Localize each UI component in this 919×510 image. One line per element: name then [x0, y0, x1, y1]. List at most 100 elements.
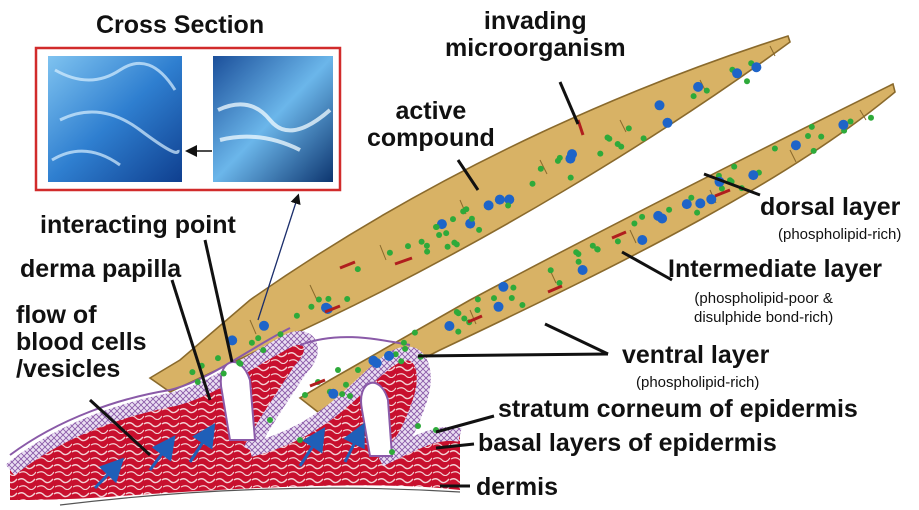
particle-dot	[548, 267, 554, 273]
particle-dot	[221, 371, 227, 377]
particle-dot	[355, 266, 361, 272]
particle-dot	[510, 285, 516, 291]
particle-dot	[555, 158, 561, 164]
particle-dot	[666, 207, 672, 213]
label-stratum-corneum: stratum corneum of epidermis	[498, 396, 858, 423]
label-dorsal-layer: dorsal layer	[760, 194, 900, 221]
particle-dot	[691, 93, 697, 99]
label-dermis: dermis	[476, 474, 558, 501]
label-ventral-layer: ventral layer	[622, 342, 769, 369]
compound-dot	[732, 68, 742, 78]
compound-dot	[484, 200, 494, 210]
cross-section-panel	[36, 48, 340, 190]
particle-dot	[255, 335, 261, 341]
particle-dot	[355, 367, 361, 373]
particle-dot	[402, 346, 408, 352]
particle-dot	[688, 195, 694, 201]
compound-dot	[706, 194, 716, 204]
particle-dot	[436, 232, 442, 238]
compound-dot	[682, 199, 692, 209]
compound-dot	[495, 195, 505, 205]
particle-dot	[215, 355, 221, 361]
sem-image-right	[213, 56, 333, 182]
compound-dot	[695, 198, 705, 208]
particle-dot	[405, 243, 411, 249]
particle-dot	[618, 144, 624, 150]
compound-dot	[663, 118, 673, 128]
particle-dot	[443, 230, 449, 236]
particle-dot	[848, 119, 854, 125]
label-intermediate-sub: (phospholipid-poor & disulphide bond-ric…	[694, 290, 833, 328]
particle-dot	[818, 134, 824, 140]
particle-dot	[519, 302, 525, 308]
particle-dot	[530, 181, 536, 187]
particle-dot	[433, 224, 439, 230]
label-interacting-point: interacting point	[40, 212, 236, 239]
particle-dot	[809, 124, 815, 130]
particle-dot	[639, 214, 645, 220]
particle-dot	[343, 382, 349, 388]
particle-dot	[597, 151, 603, 157]
particle-dot	[278, 331, 284, 337]
label-derma-papilla: derma papilla	[20, 256, 181, 283]
particle-dot	[347, 393, 353, 399]
particle-dot	[302, 392, 308, 398]
compound-dot	[578, 265, 588, 275]
particle-dot	[260, 347, 266, 353]
label-intermediate-layer: Intermediate layer	[668, 256, 882, 283]
particle-dot	[538, 166, 544, 172]
particle-dot	[631, 221, 637, 227]
compound-dot	[748, 170, 758, 180]
particle-dot	[469, 216, 475, 222]
particle-dot	[455, 310, 461, 316]
particle-dot	[641, 135, 647, 141]
label-invading-microorganism: invading microorganism	[445, 8, 626, 62]
compound-dot	[498, 282, 508, 292]
label-blood-flow: flow of blood cells /vesicles	[16, 302, 147, 383]
label-ventral-sub: (phospholipid-rich)	[636, 374, 759, 393]
particle-dot	[868, 115, 874, 121]
particle-dot	[316, 297, 322, 303]
particle-dot	[576, 259, 582, 265]
particle-dot	[595, 247, 601, 253]
compound-dot	[494, 302, 504, 312]
label-dorsal-sub: (phospholipid-rich)	[778, 226, 901, 245]
particle-dot	[398, 358, 404, 364]
particle-dot	[297, 437, 303, 443]
compound-dot	[751, 62, 761, 72]
particle-dot	[460, 208, 466, 214]
particle-dot	[475, 296, 481, 302]
particle-dot	[189, 369, 195, 375]
particle-dot	[475, 307, 481, 313]
compound-dot	[567, 149, 577, 159]
particle-dot	[294, 313, 300, 319]
particle-dot	[335, 367, 341, 373]
particle-dot	[415, 423, 421, 429]
particle-dot	[325, 296, 331, 302]
compound-dot	[328, 389, 338, 399]
particle-dot	[744, 78, 750, 84]
particle-dot	[344, 296, 350, 302]
particle-dot	[419, 239, 425, 245]
particle-dot	[606, 136, 612, 142]
particle-dot	[450, 216, 456, 222]
compound-dot	[637, 235, 647, 245]
particle-dot	[505, 203, 511, 209]
compound-dot	[657, 214, 667, 224]
label-active-compound: active compound	[367, 98, 495, 152]
particle-dot	[615, 238, 621, 244]
particle-dot	[401, 340, 407, 346]
particle-dot	[195, 379, 201, 385]
particle-dot	[694, 210, 700, 216]
compound-dot	[259, 321, 269, 331]
particle-dot	[387, 250, 393, 256]
particle-dot	[731, 164, 737, 170]
compound-dot	[655, 100, 665, 110]
particle-dot	[811, 148, 817, 154]
particle-dot	[424, 243, 430, 249]
cross-section-title: Cross Section	[96, 12, 264, 39]
compound-dot	[693, 82, 703, 92]
particle-dot	[455, 329, 461, 335]
particle-dot	[339, 391, 345, 397]
